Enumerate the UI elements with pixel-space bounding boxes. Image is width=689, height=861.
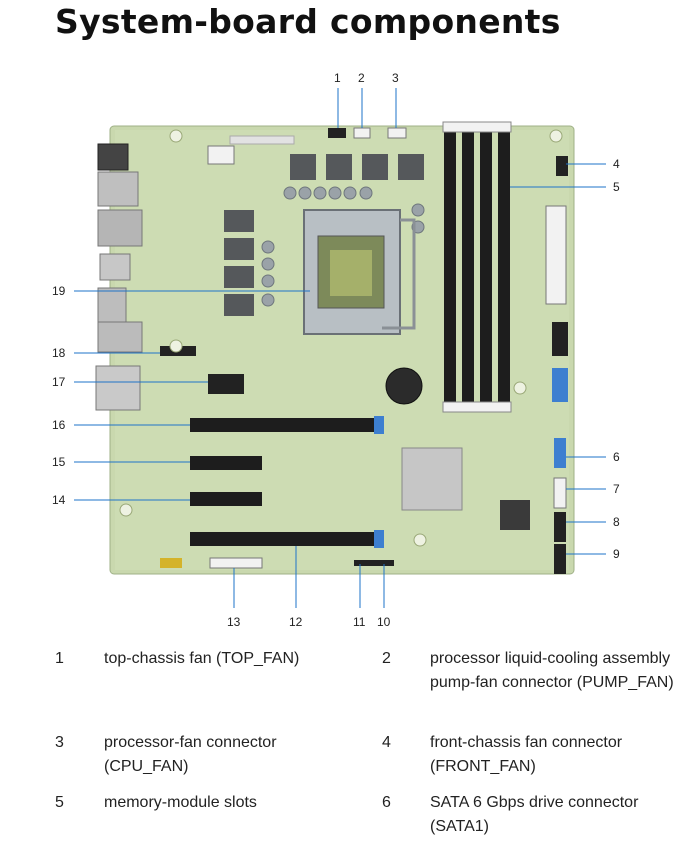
- callout-16: 16: [52, 418, 66, 432]
- rear-io-video: [99, 253, 131, 281]
- callout-11: 11: [353, 615, 366, 629]
- sata-connector-2: [553, 477, 567, 509]
- atx-power-connector: [545, 205, 567, 305]
- sata-connector-3: [554, 512, 566, 542]
- ic-chip: [500, 500, 530, 530]
- callout-19: 19: [52, 284, 66, 298]
- legend-text: memory-module slots: [104, 794, 257, 811]
- callout-5: 5: [613, 180, 620, 194]
- mounting-holes: [119, 129, 563, 547]
- legend-num: 1: [55, 650, 64, 667]
- usb3-header: [552, 368, 568, 402]
- coin-cell-battery: [385, 367, 423, 405]
- legend-num: 3: [55, 734, 64, 751]
- callout-4: 4: [613, 157, 620, 171]
- callout-1: 1: [334, 71, 341, 85]
- memory-module-slots: [442, 121, 512, 413]
- vrm-components: [261, 186, 425, 307]
- legend-num: 2: [382, 650, 391, 667]
- legend-text: processor-fan connector (CPU_FAN): [104, 734, 277, 775]
- sata-connector-1: [554, 438, 566, 468]
- callout-10: 10: [377, 615, 391, 629]
- legend-num: 6: [382, 794, 391, 811]
- legend-num: 4: [382, 734, 391, 751]
- jumper-pins: [354, 560, 394, 566]
- callout-3: 3: [392, 71, 399, 85]
- socket-lever: [382, 218, 416, 330]
- power-connector-4pin: [207, 145, 235, 165]
- legend-text: processor liquid-cooling assembly pump-f…: [430, 650, 674, 691]
- callout-12: 12: [289, 615, 303, 629]
- rear-io-usb-1: [97, 171, 139, 207]
- socket-pins: [330, 250, 372, 296]
- rear-io-usb-3: [97, 321, 143, 353]
- internal-usb-header: [209, 557, 263, 569]
- callout-6: 6: [613, 450, 620, 464]
- front-fan-header: [556, 156, 568, 176]
- callout-7: 7: [613, 482, 620, 496]
- callout-18: 18: [52, 346, 66, 360]
- eight-pin-power: [208, 374, 244, 394]
- expansion-slots: [190, 416, 384, 548]
- rear-io-usb-2: [97, 209, 143, 247]
- legend-text: top-chassis fan (TOP_FAN): [104, 650, 300, 667]
- callout-17: 17: [52, 375, 66, 389]
- legend-num: 5: [55, 794, 64, 811]
- system-board-figure: 1 2 3 4 5 6 7 8 9 10 11 12 13 14 15 16 1…: [52, 71, 620, 629]
- page-title: System-board components: [55, 2, 561, 41]
- callout-9: 9: [613, 547, 620, 561]
- sata-connector-4: [554, 544, 566, 574]
- leader-lines: [74, 88, 606, 608]
- callout-13: 13: [227, 615, 241, 629]
- header-pump-fan: [353, 127, 371, 139]
- rear-io-ps2: [97, 143, 129, 171]
- audio-header: [160, 558, 182, 568]
- header-top-fan: [328, 128, 346, 138]
- header-cpu-fan: [387, 127, 407, 139]
- callout-15: 15: [52, 455, 66, 469]
- callout-14: 14: [52, 493, 66, 507]
- legend-text: SATA 6 Gbps drive connector (SATA1): [430, 794, 639, 835]
- callout-2: 2: [358, 71, 365, 85]
- front-panel-header: [552, 322, 568, 356]
- rear-io-audio: [95, 365, 141, 411]
- legend-text: front-chassis fan connector (FRONT_FAN): [430, 734, 623, 775]
- chipset-heatsink: [401, 447, 463, 511]
- vrm-chokes: [224, 154, 424, 316]
- label-sticker: [229, 135, 295, 145]
- callout-8: 8: [613, 515, 620, 529]
- rear-io-ethernet: [97, 287, 127, 323]
